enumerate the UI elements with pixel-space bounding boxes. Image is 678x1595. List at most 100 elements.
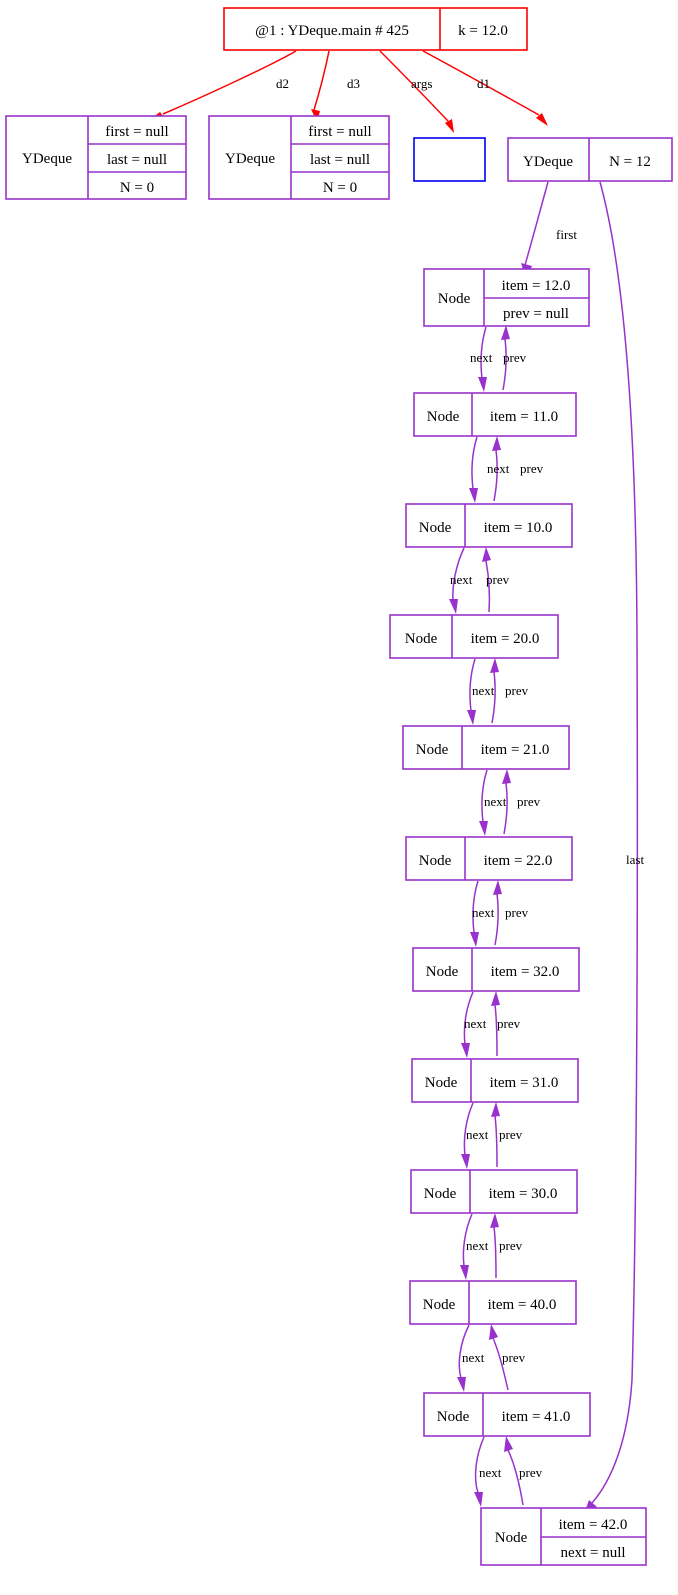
node-6-type: Node: [426, 964, 459, 980]
link-0-1-next-label: next: [470, 350, 493, 365]
ydeque-empty-1-field-last: last = null: [107, 152, 167, 168]
link-5-6: next prev: [470, 880, 529, 947]
edge-first-label: first: [556, 227, 577, 242]
node-7-field-item: item = 31.0: [490, 1075, 559, 1091]
link-3-4-next-label: next: [472, 683, 495, 698]
edge-d3: d3: [311, 50, 360, 122]
edge-first: first: [521, 181, 577, 280]
frame-local-k: k = 12.0: [458, 23, 508, 39]
node-11[interactable]: Node item = 42.0 next = null: [480, 1507, 647, 1566]
link-3-4-prev-label: prev: [505, 683, 529, 698]
link-6-7-prev-label: prev: [497, 1016, 521, 1031]
node-3-field-item: item = 20.0: [471, 631, 540, 647]
link-9-10-next-label: next: [462, 1350, 485, 1365]
node-2[interactable]: Node item = 10.0: [405, 503, 573, 548]
link-7-8-prev-label: prev: [499, 1127, 523, 1142]
ydeque-main-type: YDeque: [523, 154, 573, 170]
node-7-type: Node: [425, 1075, 458, 1091]
link-7-8-next-label: next: [466, 1127, 489, 1142]
node-6-field-item: item = 32.0: [491, 964, 560, 980]
link-4-5-next-label: next: [484, 794, 507, 809]
edge-last-label: last: [626, 852, 644, 867]
node-3[interactable]: Node item = 20.0: [389, 614, 559, 659]
node-3-type: Node: [405, 631, 438, 647]
node-10-field-item: item = 41.0: [502, 1409, 571, 1425]
link-8-9-prev-label: prev: [499, 1238, 523, 1253]
node-4[interactable]: Node item = 21.0: [402, 725, 570, 770]
node-8-type: Node: [424, 1186, 457, 1202]
link-9-10-prev-label: prev: [502, 1350, 526, 1365]
node-7[interactable]: Node item = 31.0: [411, 1058, 579, 1103]
ydeque-empty-1[interactable]: YDeque first = null last = null N = 0: [5, 115, 187, 200]
link-2-3: next prev: [449, 547, 510, 614]
node-0-field-prev: prev = null: [503, 306, 569, 322]
ydeque-empty-1-type: YDeque: [22, 151, 72, 167]
link-1-2-prev-label: prev: [520, 461, 544, 476]
link-8-9: next prev: [460, 1213, 523, 1280]
node-8[interactable]: Node item = 30.0: [410, 1169, 578, 1214]
link-2-3-prev-label: prev: [486, 572, 510, 587]
ydeque-empty-2-type: YDeque: [225, 151, 275, 167]
link-10-11: next prev: [474, 1436, 543, 1507]
node-2-type: Node: [419, 520, 452, 536]
ydeque-empty-2-field-n: N = 0: [323, 180, 357, 196]
node-10-type: Node: [437, 1409, 470, 1425]
edge-d1: d1: [422, 50, 548, 126]
node-0[interactable]: Node item = 12.0 prev = null: [423, 268, 590, 327]
args-array[interactable]: [413, 137, 486, 182]
edge-d1-label: d1: [477, 76, 490, 91]
node-8-field-item: item = 30.0: [489, 1186, 558, 1202]
node-9-field-item: item = 40.0: [488, 1297, 557, 1313]
node-11-field-next: next = null: [560, 1545, 625, 1561]
node-9-type: Node: [423, 1297, 456, 1313]
link-1-2-next-label: next: [487, 461, 510, 476]
ydeque-empty-1-field-first: first = null: [105, 124, 168, 140]
node-5[interactable]: Node item = 22.0: [405, 836, 573, 881]
edge-d3-label: d3: [347, 76, 360, 91]
node-11-field-item: item = 42.0: [559, 1517, 628, 1533]
node-1-type: Node: [427, 409, 460, 425]
link-7-8: next prev: [461, 1102, 523, 1169]
node-6[interactable]: Node item = 32.0: [412, 947, 580, 992]
ydeque-empty-1-field-n: N = 0: [120, 180, 154, 196]
edge-last: last: [584, 181, 644, 1514]
link-8-9-next-label: next: [466, 1238, 489, 1253]
link-4-5-prev-label: prev: [517, 794, 541, 809]
edge-d2: d2: [152, 50, 297, 120]
link-0-1: next prev: [470, 325, 527, 392]
link-5-6-prev-label: prev: [505, 905, 529, 920]
link-6-7-next-label: next: [464, 1016, 487, 1031]
edge-d2-label: d2: [276, 76, 289, 91]
node-1-field-item: item = 11.0: [490, 409, 558, 425]
link-3-4: next prev: [467, 658, 529, 725]
edge-args: args: [379, 50, 454, 133]
node-11-type: Node: [495, 1530, 528, 1546]
frame-call-label: @1 : YDeque.main # 425: [255, 23, 409, 39]
node-4-type: Node: [416, 742, 449, 758]
link-5-6-next-label: next: [472, 905, 495, 920]
ydeque-empty-2[interactable]: YDeque first = null last = null N = 0: [208, 115, 390, 200]
frame-box[interactable]: @1 : YDeque.main # 425 k = 12.0: [223, 7, 528, 51]
link-0-1-prev-label: prev: [503, 350, 527, 365]
node-5-type: Node: [419, 853, 452, 869]
link-10-11-next-label: next: [479, 1465, 502, 1480]
link-6-7: next prev: [461, 991, 521, 1058]
link-2-3-next-label: next: [450, 572, 473, 587]
node-2-field-item: item = 10.0: [484, 520, 553, 536]
node-5-field-item: item = 22.0: [484, 853, 553, 869]
node-1[interactable]: Node item = 11.0: [413, 392, 577, 437]
node-0-type: Node: [438, 291, 471, 307]
node-10[interactable]: Node item = 41.0: [423, 1392, 591, 1437]
link-4-5: next prev: [479, 769, 541, 836]
link-1-2: next prev: [469, 436, 544, 503]
edge-args-label: args: [411, 76, 432, 91]
ydeque-empty-2-field-last: last = null: [310, 152, 370, 168]
link-10-11-prev-label: prev: [519, 1465, 543, 1480]
node-0-field-item: item = 12.0: [502, 278, 571, 294]
ydeque-main-field-n: N = 12: [609, 154, 651, 170]
node-4-field-item: item = 21.0: [481, 742, 550, 758]
node-9[interactable]: Node item = 40.0: [409, 1280, 577, 1325]
ydeque-main[interactable]: YDeque N = 12: [507, 137, 673, 182]
link-9-10: next prev: [457, 1324, 526, 1392]
